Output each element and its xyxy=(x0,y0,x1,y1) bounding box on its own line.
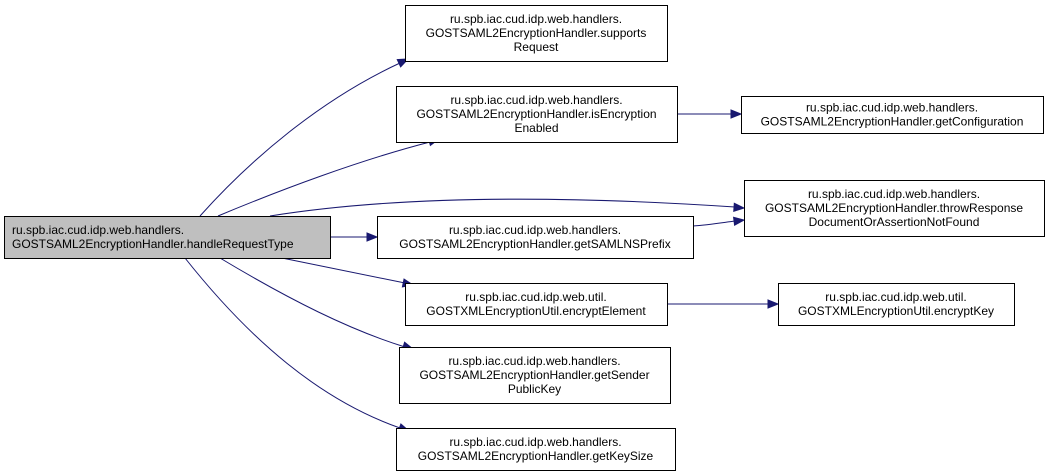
node-label-line: ru.spb.iac.cud.idp.web.handlers. xyxy=(450,12,622,26)
node-label-line: ru.spb.iac.cud.idp.web.handlers. xyxy=(450,93,622,107)
node-box[interactable] xyxy=(399,347,671,404)
node-label-line: GOSTSAML2EncryptionHandler.throwResponse xyxy=(765,201,1023,215)
node-encryptKey[interactable]: ru.spb.iac.cud.idp.web.util.GOSTXMLEncry… xyxy=(778,283,1015,326)
node-label-line: ru.spb.iac.cud.idp.web.handlers. xyxy=(449,435,621,449)
arrowhead-getConfiguration xyxy=(730,109,743,119)
arrowhead-throwResponse xyxy=(733,202,746,212)
edge-handleRequestType-to-supportsRequest xyxy=(199,62,401,217)
node-label-line: GOSTSAML2EncryptionHandler.handleRequest… xyxy=(12,237,294,251)
node-box[interactable] xyxy=(778,283,1015,326)
node-label-line: ru.spb.iac.cud.idp.web.handlers. xyxy=(448,354,620,368)
node-box[interactable] xyxy=(405,5,668,62)
node-getKeySize[interactable]: ru.spb.iac.cud.idp.web.handlers.GOSTSAML… xyxy=(396,428,676,471)
edge-handleRequestType-to-getSenderPublicKey xyxy=(219,257,406,348)
node-label-line: Enabled xyxy=(514,121,558,135)
node-label-line: GOSTSAML2EncryptionHandler.supports xyxy=(426,26,647,40)
node-box[interactable] xyxy=(741,96,1044,134)
node-box[interactable] xyxy=(405,283,668,326)
edge-getSAMLNSPrefix-to-throwResponse xyxy=(692,220,736,227)
node-label-line: GOSTSAML2EncryptionHandler.isEncryption xyxy=(416,107,656,121)
node-label-line: GOSTSAML2EncryptionHandler.getSAMLNSPref… xyxy=(399,237,670,251)
node-isEncryptionEnabled[interactable]: ru.spb.iac.cud.idp.web.handlers.GOSTSAML… xyxy=(396,86,678,143)
node-supportsRequest[interactable]: ru.spb.iac.cud.idp.web.handlers.GOSTSAML… xyxy=(405,5,668,62)
node-getConfiguration[interactable]: ru.spb.iac.cud.idp.web.handlers.GOSTSAML… xyxy=(741,96,1044,134)
node-box[interactable] xyxy=(396,86,678,143)
node-label-line: GOSTXMLEncryptionUtil.encryptKey xyxy=(798,304,994,318)
node-handleRequestType[interactable]: ru.spb.iac.cud.idp.web.handlers.GOSTSAML… xyxy=(4,216,331,259)
node-label-line: ru.spb.iac.cud.idp.web.util. xyxy=(825,290,966,304)
node-box[interactable] xyxy=(377,216,694,259)
node-label-line: ru.spb.iac.cud.idp.web.handlers. xyxy=(449,223,621,237)
node-label-line: ru.spb.iac.cud.idp.web.handlers. xyxy=(12,223,184,237)
edge-handleRequestType-to-getKeySize xyxy=(184,257,401,429)
node-box[interactable] xyxy=(4,216,331,259)
arrowhead-getSAMLNSPrefix xyxy=(366,232,379,242)
node-getSenderPublicKey[interactable]: ru.spb.iac.cud.idp.web.handlers.GOSTSAML… xyxy=(399,347,671,404)
node-label-line: DocumentOrAssertionNotFound xyxy=(809,215,980,229)
node-label-line: GOSTXMLEncryptionUtil.encryptElement xyxy=(426,304,646,318)
node-box[interactable] xyxy=(744,180,1045,237)
node-label-line: GOSTSAML2EncryptionHandler.getConfigurat… xyxy=(761,115,1024,129)
node-label-line: GOSTSAML2EncryptionHandler.getKeySize xyxy=(418,449,654,463)
node-getSAMLNSPrefix[interactable]: ru.spb.iac.cud.idp.web.handlers.GOSTSAML… xyxy=(377,216,694,259)
node-label-line: ru.spb.iac.cud.idp.web.handlers. xyxy=(808,187,980,201)
node-box[interactable] xyxy=(396,428,676,471)
node-label-line: ru.spb.iac.cud.idp.web.util. xyxy=(465,290,606,304)
node-label-line: ru.spb.iac.cud.idp.web.handlers. xyxy=(806,101,978,115)
arrowhead-throwResponse xyxy=(732,216,746,227)
node-throwResponse[interactable]: ru.spb.iac.cud.idp.web.handlers.GOSTSAML… xyxy=(744,180,1045,237)
edge-handleRequestType-to-throwResponse xyxy=(269,198,736,217)
node-encryptElement[interactable]: ru.spb.iac.cud.idp.web.util.GOSTXMLEncry… xyxy=(405,283,668,326)
edge-handleRequestType-to-isEncryptionEnabled xyxy=(217,141,431,217)
node-label-line: PublicKey xyxy=(508,382,561,396)
arrowhead-encryptKey xyxy=(767,299,780,309)
node-label-line: GOSTSAML2EncryptionHandler.getSender xyxy=(419,368,649,382)
nodes-layer: ru.spb.iac.cud.idp.web.handlers.GOSTSAML… xyxy=(4,5,1045,471)
edge-handleRequestType-to-encryptElement xyxy=(281,257,406,284)
node-label-line: Request xyxy=(514,40,559,54)
